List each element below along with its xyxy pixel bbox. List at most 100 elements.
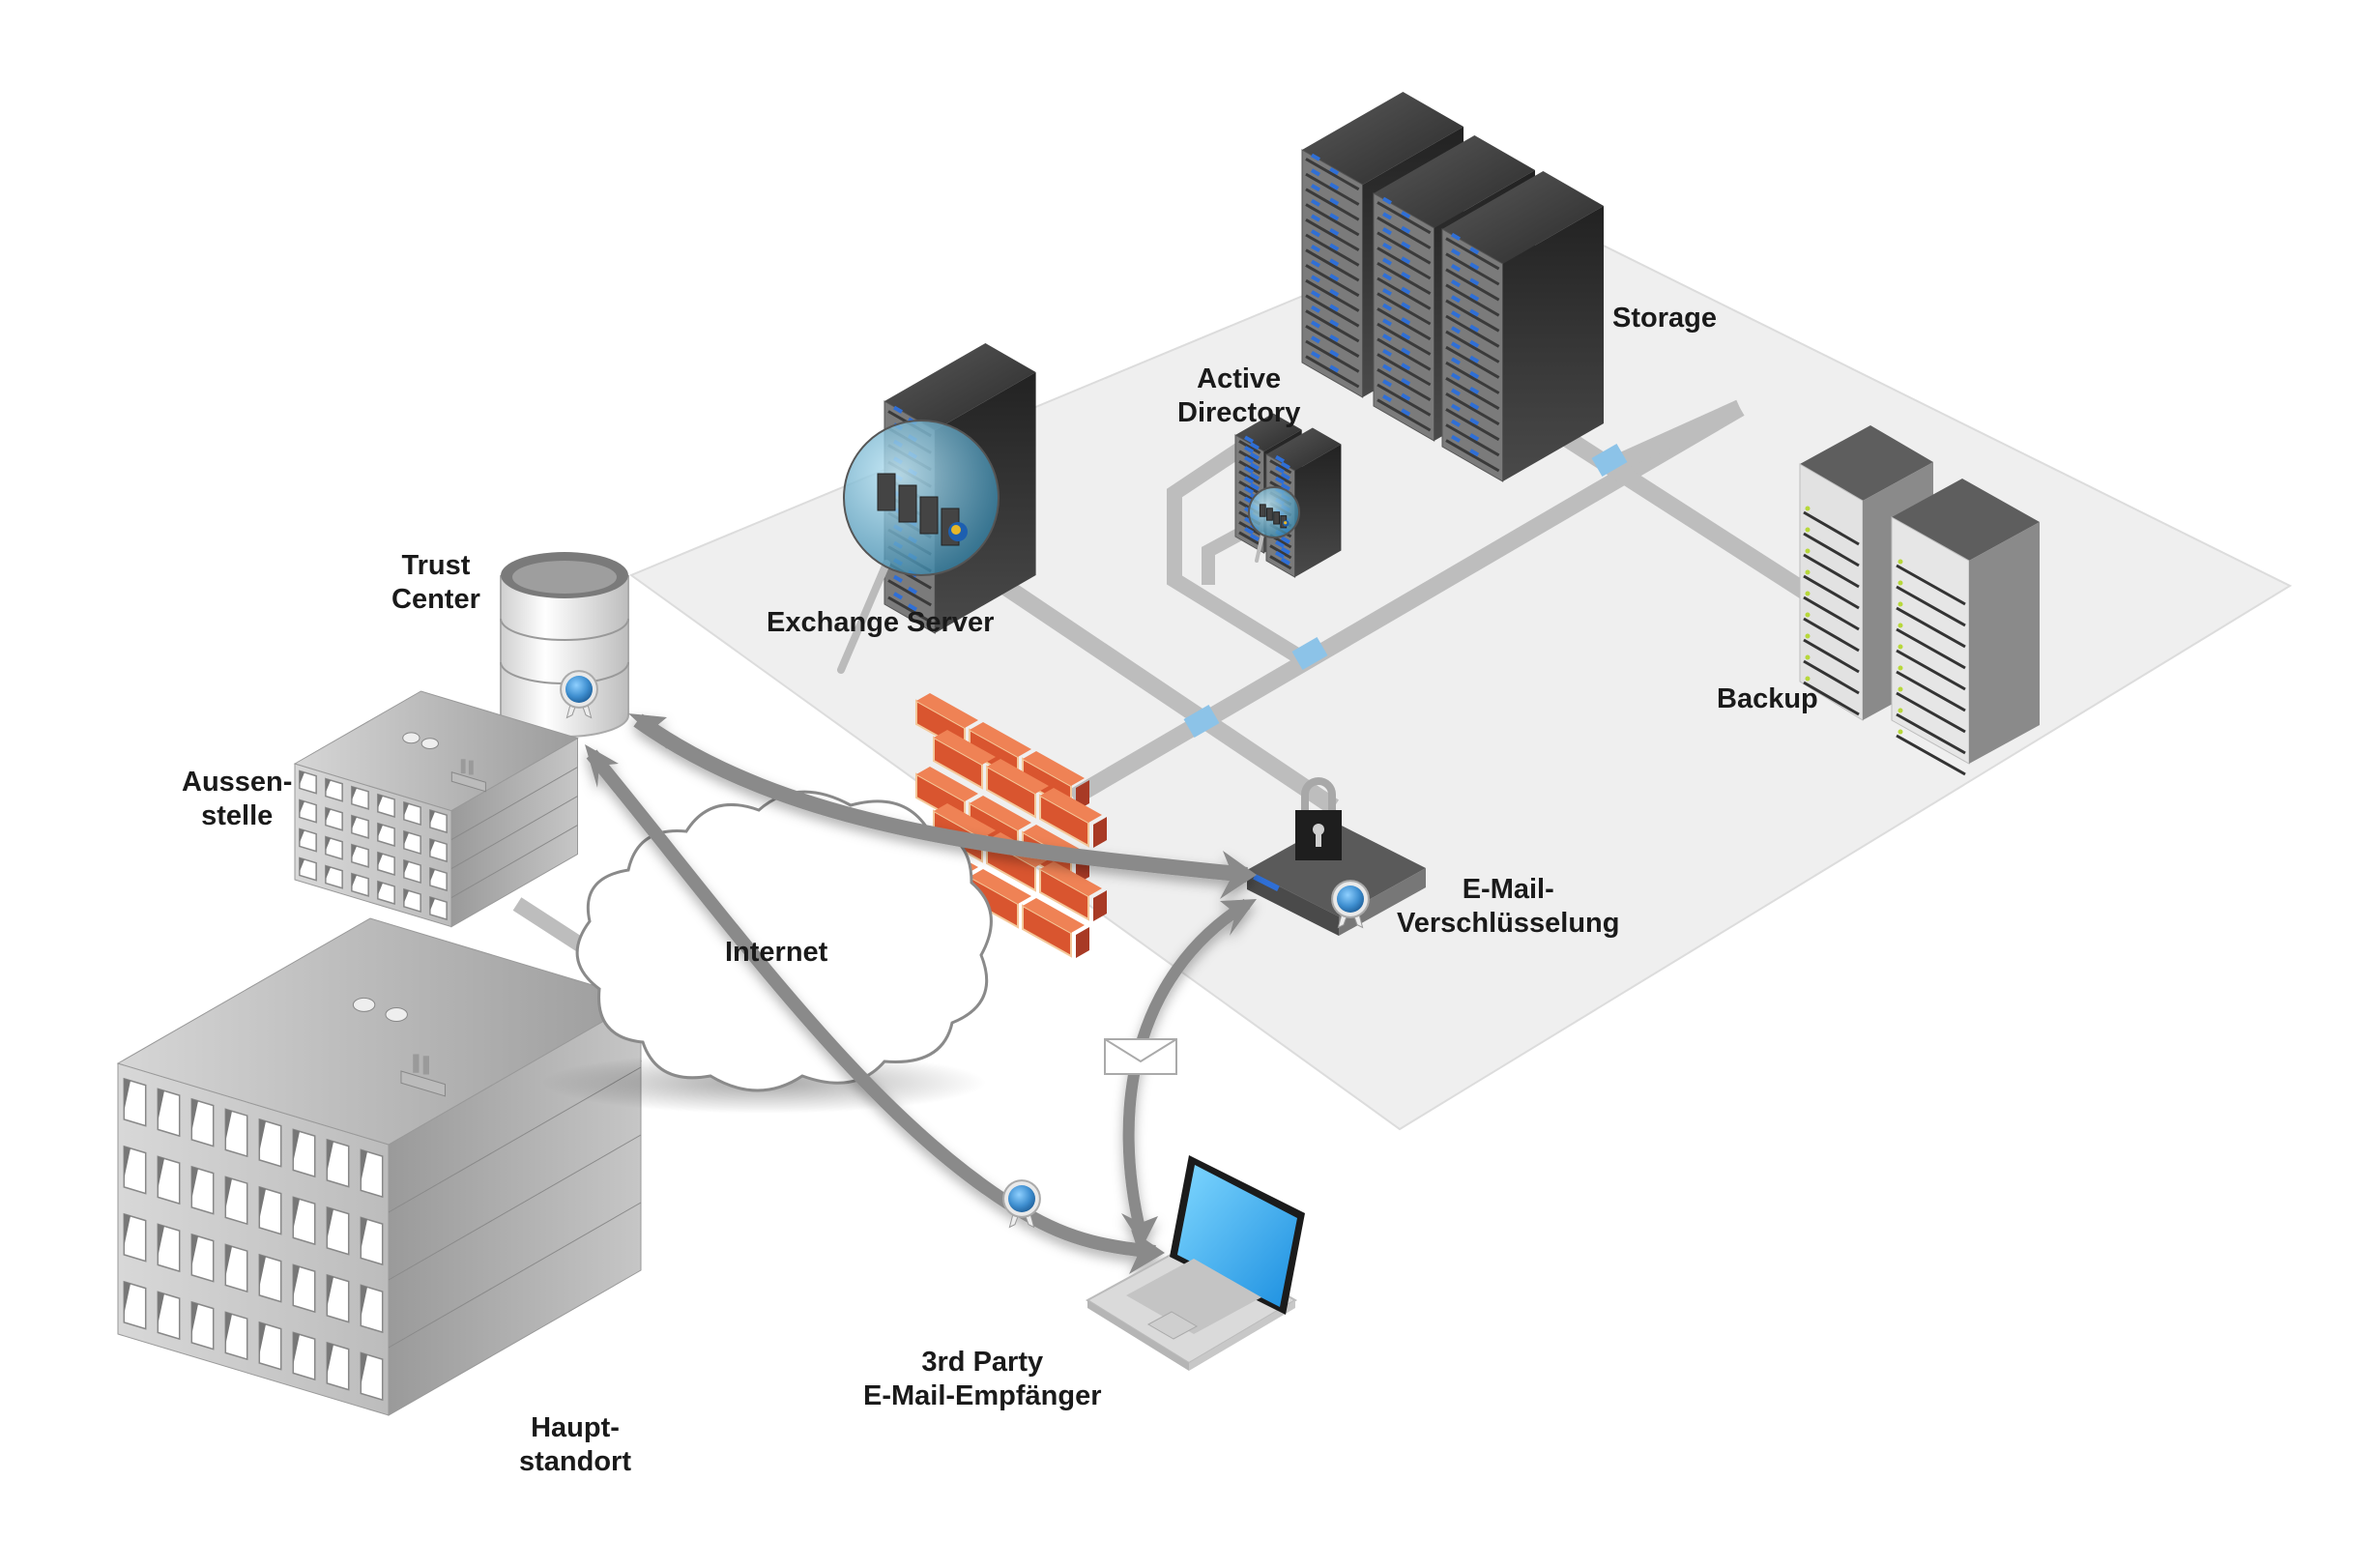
- label-email-encryption: E-Mail- Verschlüsselung: [1397, 873, 1620, 941]
- rack-led: [1249, 462, 1260, 471]
- backup-led: [1805, 506, 1811, 511]
- certificate-badge-icon: [1002, 1179, 1041, 1229]
- mini-server-icon: [1266, 508, 1273, 521]
- label-line: stelle: [201, 800, 274, 831]
- rack-led: [1451, 264, 1461, 273]
- rack-led: [1451, 341, 1461, 350]
- arrowhead: [1220, 851, 1257, 899]
- backup-slot: [1803, 510, 1860, 546]
- backup-led: [1805, 676, 1811, 682]
- rack-led: [1382, 242, 1392, 250]
- label-hauptstandort: Haupt- standort: [519, 1411, 631, 1479]
- backup-slot: [1896, 627, 1966, 670]
- backup-slot: [1896, 712, 1966, 755]
- rack-led: [1451, 357, 1461, 365]
- rack-led: [1329, 213, 1340, 221]
- rack-led: [1451, 419, 1461, 427]
- rack-led: [1244, 527, 1254, 536]
- label-line: Haupt-: [531, 1412, 620, 1443]
- rack-led: [1275, 539, 1285, 548]
- rack-led: [1280, 461, 1290, 470]
- rack-led: [1280, 536, 1290, 544]
- rack-led: [1311, 153, 1320, 161]
- rack-led: [1401, 256, 1411, 265]
- backup-led: [1805, 633, 1811, 639]
- rack-led: [1469, 262, 1480, 271]
- rack-led: [1280, 557, 1290, 566]
- rack-led: [1382, 257, 1392, 266]
- rack-led: [1311, 320, 1320, 329]
- rack-led: [1469, 449, 1480, 457]
- rack-led: [1469, 339, 1480, 348]
- rack-led: [1249, 442, 1260, 450]
- rack-led: [1451, 403, 1461, 412]
- backup-led: [1805, 569, 1811, 575]
- rack-led: [1469, 418, 1480, 426]
- rack-led: [1311, 229, 1320, 238]
- rack-led: [1451, 279, 1461, 288]
- label-line: E-Mail-Empfänger: [863, 1380, 1102, 1411]
- database-icon: [500, 552, 629, 738]
- backup-led: [1805, 527, 1811, 533]
- rack-led: [1275, 465, 1285, 474]
- rack-led: [1401, 271, 1411, 280]
- roof-fan-icon: [402, 732, 420, 744]
- rack-led: [1311, 335, 1320, 344]
- rack-led: [1329, 227, 1340, 237]
- label-exchange-server: Exchange Server: [767, 606, 994, 640]
- rack-led: [1249, 533, 1260, 541]
- backup-slot: [1803, 553, 1860, 589]
- rack-led: [1244, 446, 1254, 454]
- rack-led: [1311, 198, 1320, 207]
- rack-led: [1329, 258, 1340, 267]
- arrowhead: [628, 713, 667, 749]
- arrow-trust-to-laptop: [586, 749, 1156, 1259]
- backup-slot: [1803, 617, 1860, 653]
- label-line: 3rd Party: [921, 1347, 1044, 1378]
- laptop-icon: [1086, 1155, 1305, 1371]
- rack-led: [1469, 433, 1480, 442]
- label-line: Aussen-: [182, 767, 293, 798]
- server-rack-icon: [1441, 171, 1605, 482]
- rack-led: [893, 405, 903, 414]
- rack-led: [1311, 350, 1320, 360]
- rack-led: [1382, 303, 1392, 311]
- lan-pipes: [990, 399, 1822, 815]
- backup-slot: [1803, 574, 1860, 610]
- backup-slot: [1896, 564, 1966, 606]
- rack-led: [1469, 308, 1480, 317]
- arrowhead: [585, 744, 619, 788]
- building-icon-hauptstandort: [116, 917, 643, 1416]
- storage-racks: [1301, 92, 1605, 482]
- rack-led: [1280, 546, 1290, 555]
- label-line: Center: [391, 584, 480, 615]
- rack-led: [1329, 274, 1340, 282]
- rack-led: [1469, 247, 1480, 255]
- label-line: standort: [519, 1446, 631, 1477]
- rack-led: [1244, 486, 1254, 495]
- rack-led: [1401, 377, 1411, 387]
- label-line: Verschlüsselung: [1397, 908, 1620, 939]
- rack-led: [1382, 348, 1392, 357]
- backup-racks: [1799, 425, 2040, 776]
- pipe-joint: [1183, 704, 1220, 739]
- backup-led: [1898, 580, 1903, 586]
- rack-led: [1329, 288, 1340, 297]
- backup-slot: [1803, 659, 1860, 695]
- rack-led: [1469, 386, 1480, 395]
- backup-rack: [1891, 479, 2040, 765]
- label-line: Backup: [1717, 683, 1818, 714]
- arrowhead: [1220, 899, 1257, 936]
- active-directory-racks: [1234, 413, 1342, 578]
- backup-led: [1898, 623, 1903, 628]
- brick: [933, 736, 983, 790]
- backup-led: [1898, 665, 1903, 671]
- backup-led: [1898, 708, 1903, 713]
- label-backup: Backup: [1717, 682, 1818, 716]
- rack-led: [1244, 476, 1254, 484]
- backup-led: [1898, 686, 1903, 692]
- backup-slot: [1896, 670, 1966, 712]
- rack-led: [1275, 550, 1285, 559]
